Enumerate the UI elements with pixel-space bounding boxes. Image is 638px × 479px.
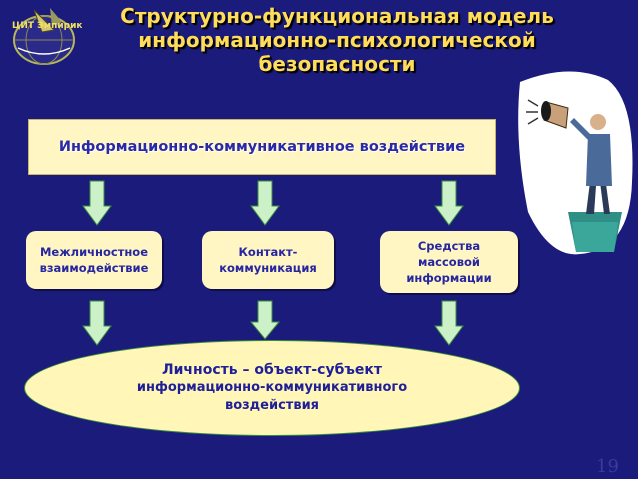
box-mass-media: Средства массовой информации <box>380 231 518 293</box>
box-interpersonal: Межличностное взаимодействие <box>26 231 162 289</box>
down-arrow-icon <box>82 180 112 226</box>
banner-label: Информационно-коммуникативное воздействи… <box>59 139 465 155</box>
down-arrow-icon <box>82 300 112 346</box>
box-label: Контакт- коммуникация <box>219 244 317 276</box>
down-arrow-icon <box>434 180 464 226</box>
logo-text: ЦИТ Эмпирик <box>12 21 82 31</box>
box-label: Средства массовой информации <box>406 238 491 286</box>
man-with-megaphone-icon <box>510 62 636 262</box>
ellipse-line-3: воздействия <box>225 397 319 415</box>
box-contact: Контакт- коммуникация <box>202 231 334 289</box>
page-title: Структурно-функциональная модель информа… <box>98 4 576 76</box>
title-line-2: информационно-психологической <box>98 28 576 52</box>
title-line-1: Структурно-функциональная модель <box>98 4 576 28</box>
title-line-3: безопасности <box>98 52 576 76</box>
down-arrow-icon <box>434 300 464 346</box>
down-arrow-icon <box>250 180 280 226</box>
influence-banner: Информационно-коммуникативное воздействи… <box>28 119 496 175</box>
ellipse-line-2: информационно-коммуникативного <box>137 379 407 397</box>
page-number: 19 <box>596 456 619 477</box>
ellipse-line-1: Личность – объект-субъект <box>162 361 382 379</box>
box-label: Межличностное взаимодействие <box>40 244 149 276</box>
globe-logo-icon: ЦИТ Эмпирик <box>4 2 82 68</box>
personality-ellipse: Личность – объект-субъект информационно-… <box>24 340 520 436</box>
down-arrow-icon <box>250 300 280 340</box>
